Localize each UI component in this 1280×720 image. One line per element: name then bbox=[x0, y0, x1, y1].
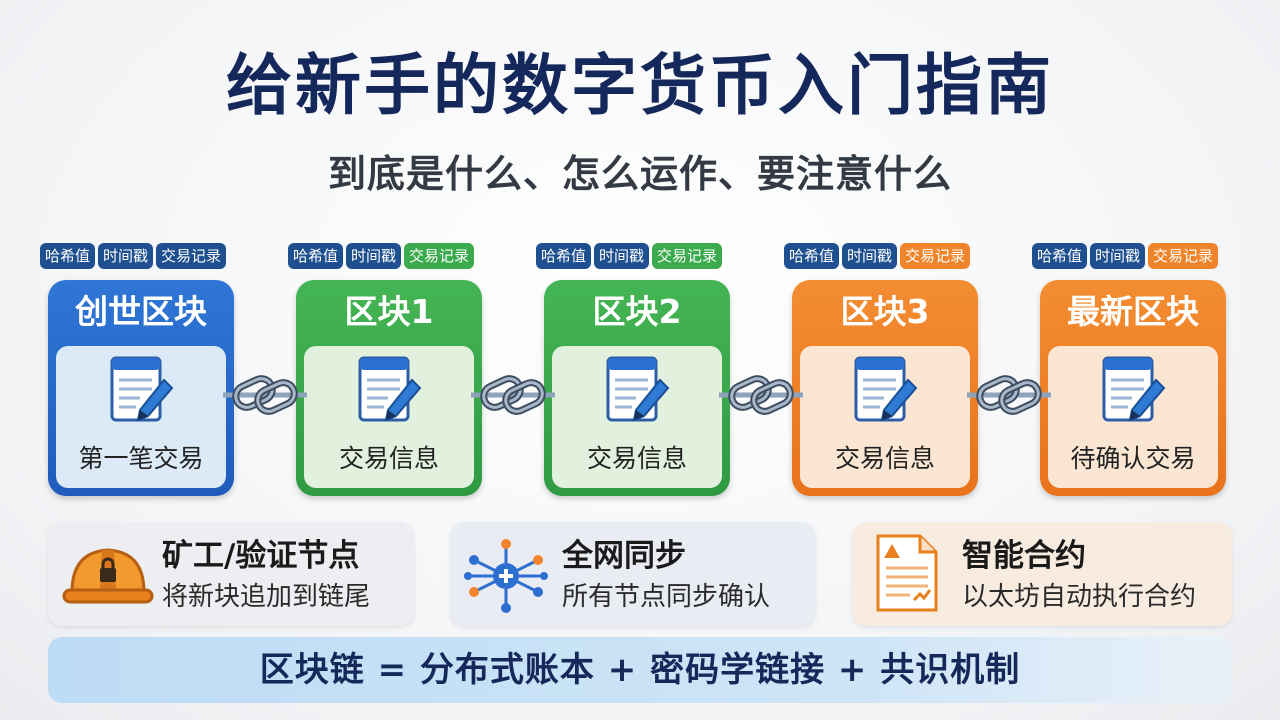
block-tags: 哈希值 时间戳 交易记录 bbox=[1032, 243, 1219, 269]
network-icon bbox=[464, 539, 548, 613]
document-edit-icon bbox=[358, 356, 422, 422]
formula-banner: 区块链 = 分布式账本 + 密码学链接 + 共识机制 bbox=[48, 637, 1232, 703]
timestamp-tag: 时间戳 bbox=[842, 243, 898, 269]
contract-icon bbox=[876, 534, 938, 612]
hash-tag: 哈希值 bbox=[536, 243, 592, 269]
block-body: 第一笔交易 bbox=[56, 346, 226, 488]
record-tag: 交易记录 bbox=[1148, 243, 1219, 269]
block-title: 最新区块 bbox=[1067, 292, 1199, 331]
block-3: 哈希值 时间戳 交易记录 区块3 交易信息 bbox=[784, 243, 978, 496]
block-tags: 哈希值 时间戳 交易记录 bbox=[40, 243, 227, 269]
block-tags: 哈希值 时间戳 交易记录 bbox=[784, 243, 971, 269]
chain-link-icon bbox=[223, 375, 307, 415]
timestamp-tag: 时间戳 bbox=[346, 243, 402, 269]
block-card: 区块3 交易信息 bbox=[792, 280, 978, 496]
record-tag: 交易记录 bbox=[900, 243, 971, 269]
block-title: 创世区块 bbox=[75, 292, 207, 331]
record-tag: 交易记录 bbox=[404, 243, 475, 269]
block-title: 区块2 bbox=[592, 292, 682, 331]
info-card-miners: 矿工/验证节点 将新块追加到链尾 bbox=[48, 522, 414, 626]
page-title: 给新手的数字货币入门指南 bbox=[226, 47, 1054, 124]
block-card: 最新区块 待确认交易 bbox=[1040, 280, 1226, 496]
info-desc: 将新块追加到链尾 bbox=[162, 582, 371, 612]
info-desc: 所有节点同步确认 bbox=[562, 582, 771, 612]
timestamp-tag: 时间戳 bbox=[594, 243, 650, 269]
info-desc: 以太坊自动执行合约 bbox=[962, 582, 1197, 612]
block-genesis: 哈希值 时间戳 交易记录 创世区块 第一笔交易 bbox=[40, 243, 234, 496]
block-label: 待确认交易 bbox=[1070, 444, 1196, 473]
formula-text: 区块链 = 分布式账本 + 密码学链接 + 共识机制 bbox=[259, 650, 1021, 690]
block-body: 交易信息 bbox=[304, 346, 474, 488]
block-label: 交易信息 bbox=[338, 444, 439, 473]
block-body: 待确认交易 bbox=[1048, 346, 1218, 488]
record-tag: 交易记录 bbox=[156, 243, 227, 269]
page-subtitle: 到底是什么、怎么运作、要注意什么 bbox=[327, 152, 952, 196]
block-card: 区块1 交易信息 bbox=[296, 280, 482, 496]
record-tag: 交易记录 bbox=[652, 243, 723, 269]
block-body: 交易信息 bbox=[800, 346, 970, 488]
block-body: 交易信息 bbox=[552, 346, 722, 488]
info-title: 矿工/验证节点 bbox=[162, 538, 360, 574]
info-card-sync: 全网同步 所有节点同步确认 bbox=[450, 522, 816, 626]
block-1: 哈希值 时间戳 交易记录 区块1 交易信息 bbox=[288, 243, 482, 496]
block-title: 区块1 bbox=[344, 292, 434, 331]
document-edit-icon bbox=[854, 356, 918, 422]
block-2: 哈希值 时间戳 交易记录 区块2 交易信息 bbox=[536, 243, 730, 496]
hard-hat-icon bbox=[62, 548, 154, 604]
block-tags: 哈希值 时间戳 交易记录 bbox=[536, 243, 723, 269]
info-card-contracts: 智能合约 以太坊自动执行合约 bbox=[852, 522, 1232, 626]
chain-link-icon bbox=[471, 375, 555, 415]
document-edit-icon bbox=[110, 356, 174, 422]
hash-tag: 哈希值 bbox=[1032, 243, 1088, 269]
hash-tag: 哈希值 bbox=[40, 243, 96, 269]
document-edit-icon bbox=[1102, 356, 1166, 422]
block-label: 第一笔交易 bbox=[78, 444, 204, 473]
chain-link-icon bbox=[967, 375, 1051, 415]
document-edit-icon bbox=[606, 356, 670, 422]
block-title: 区块3 bbox=[840, 292, 930, 331]
block-tags: 哈希值 时间戳 交易记录 bbox=[288, 243, 475, 269]
block-latest: 哈希值 时间戳 交易记录 最新区块 待确认交易 bbox=[1032, 243, 1226, 496]
block-label: 交易信息 bbox=[586, 444, 687, 473]
chain-link-icon bbox=[719, 375, 803, 415]
timestamp-tag: 时间戳 bbox=[98, 243, 154, 269]
timestamp-tag: 时间戳 bbox=[1090, 243, 1146, 269]
info-title: 全网同步 bbox=[562, 538, 686, 574]
hash-tag: 哈希值 bbox=[784, 243, 840, 269]
block-label: 交易信息 bbox=[834, 444, 935, 473]
block-card: 创世区块 第一笔交易 bbox=[48, 280, 234, 496]
block-card: 区块2 交易信息 bbox=[544, 280, 730, 496]
hash-tag: 哈希值 bbox=[288, 243, 344, 269]
info-title: 智能合约 bbox=[962, 538, 1086, 574]
